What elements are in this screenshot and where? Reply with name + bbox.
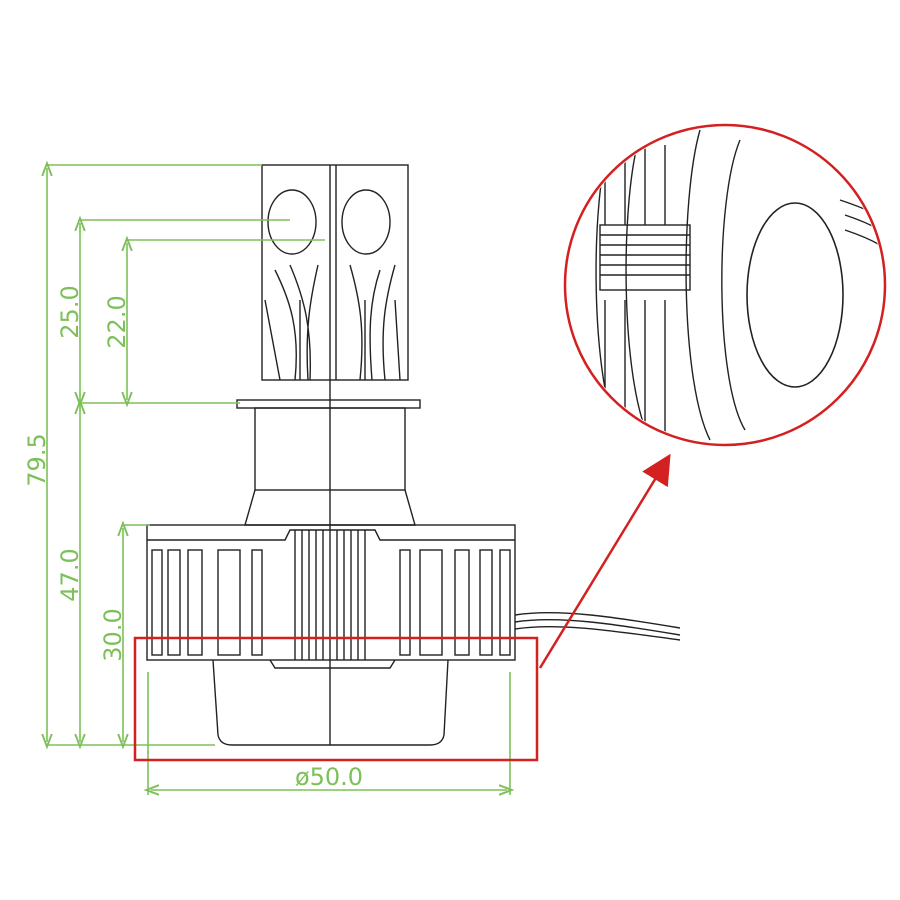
heatsink-fins bbox=[151, 530, 511, 660]
heatsink bbox=[146, 524, 516, 661]
zoom-circle-outline bbox=[563, 123, 887, 447]
detail-zoom-circle bbox=[563, 123, 887, 447]
dim-heatsink-height: 30.0 bbox=[99, 608, 127, 661]
callout-arrow bbox=[538, 453, 671, 669]
dim-led-to-flange: 25.0 bbox=[56, 285, 84, 338]
led-chip-right bbox=[341, 189, 391, 255]
dim-flange-to-base: 47.0 bbox=[56, 548, 84, 601]
dim-total-height: 79.5 bbox=[23, 433, 51, 486]
led-chip-left bbox=[267, 189, 317, 255]
dim-diameter: ø50.0 bbox=[295, 763, 363, 791]
dimension-lines bbox=[47, 165, 510, 795]
wires bbox=[514, 611, 681, 641]
highlight-box bbox=[133, 636, 539, 762]
flange bbox=[236, 399, 421, 409]
dim-chip-to-flange: 22.0 bbox=[103, 295, 131, 348]
bulb-cap-detail bbox=[746, 202, 844, 388]
bulb-side-view bbox=[146, 164, 681, 746]
base-cap bbox=[212, 659, 449, 746]
